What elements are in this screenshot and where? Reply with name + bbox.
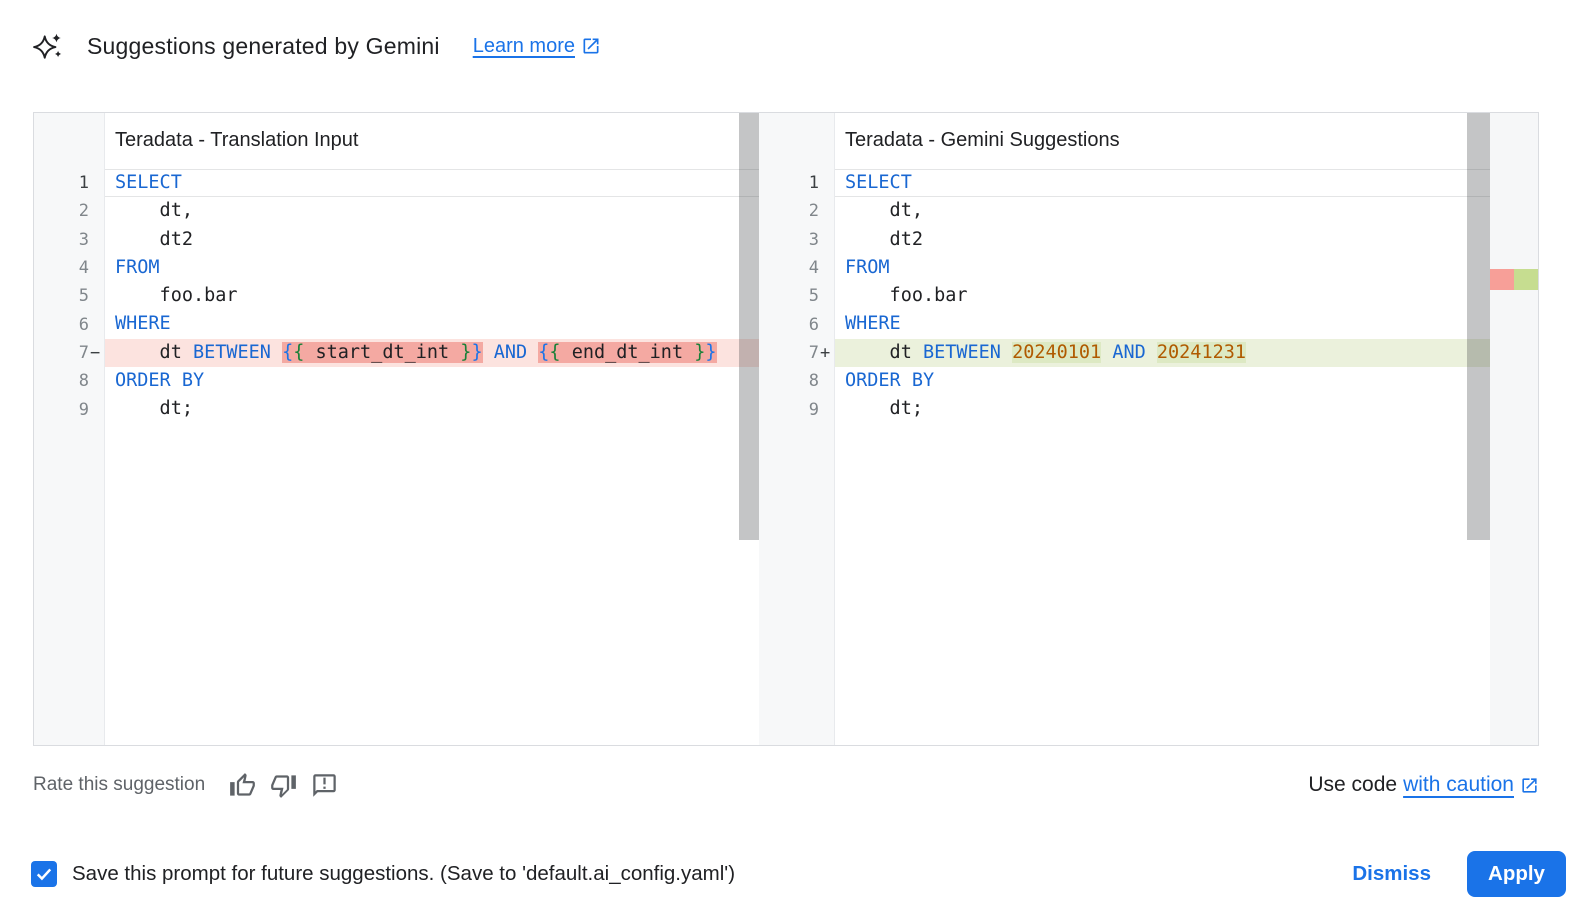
vertical-scrollbar[interactable] — [1467, 113, 1490, 540]
line-number: 4 — [808, 258, 819, 279]
vertical-scrollbar[interactable] — [739, 113, 759, 540]
code-line: dt; — [115, 398, 193, 420]
diff-pane-suggestion: 1 2 3 4 5 6 7+ 8 9 Teradata - Gemini Suggestions… — [759, 113, 1538, 745]
rate-suggestion-group: Rate this suggestion — [33, 772, 338, 799]
code-line: ORDER BY — [115, 370, 205, 392]
code-line: dt, — [845, 200, 923, 222]
code-line: dt2 — [115, 228, 193, 250]
line-number: 2 — [808, 201, 819, 222]
thumb-down-icon[interactable] — [270, 772, 297, 799]
code-line: FROM — [845, 256, 890, 278]
line-number: 9 — [808, 399, 819, 420]
open-in-new-icon — [583, 38, 599, 54]
gemini-sparkle-icon — [33, 33, 62, 59]
code-line: foo.bar — [845, 285, 968, 307]
ruler-marker-deleted — [1490, 269, 1514, 290]
line-number: 1 — [808, 173, 819, 194]
line-number-gutter: 1 2 3 4 5 6 7+ 8 9 — [759, 113, 834, 745]
code-line: WHERE — [845, 313, 901, 335]
pane-title-original: Teradata - Translation Input — [115, 129, 359, 151]
thumb-up-icon[interactable] — [229, 772, 256, 799]
code-line: foo.bar — [115, 285, 238, 307]
code-line: ORDER BY — [845, 370, 935, 392]
line-number: 9 — [78, 399, 89, 420]
apply-button[interactable]: Apply — [1467, 851, 1566, 897]
dismiss-button[interactable]: Dismiss — [1352, 862, 1431, 885]
learn-more-link[interactable]: Learn more — [473, 35, 601, 58]
code-line: dt BETWEEN 20240101 AND 20241231 — [835, 338, 1490, 368]
line-number: 6 — [808, 314, 819, 335]
line-number: 6 — [78, 314, 89, 335]
code-line: dt; — [845, 398, 923, 420]
use-code-prefix: Use code — [1308, 773, 1398, 796]
feedback-icon[interactable] — [311, 772, 338, 799]
use-code-notice: Use code with caution — [1308, 773, 1539, 797]
line-number: 1 — [78, 173, 89, 194]
line-number: 4 — [78, 258, 89, 279]
code-line: FROM — [115, 256, 160, 278]
save-prompt-label: Save this prompt for future suggestions.… — [72, 862, 736, 885]
line-number: 7+ — [808, 342, 831, 363]
diff-overview-ruler[interactable] — [1490, 113, 1538, 745]
rate-label: Rate this suggestion — [33, 774, 206, 795]
dialog-header: Suggestions generated by Gemini Learn mo… — [33, 30, 601, 62]
line-number: 2 — [78, 201, 89, 222]
learn-more-label[interactable]: Learn more — [472, 34, 575, 57]
save-prompt-group: Save this prompt for future suggestions.… — [31, 861, 735, 887]
line-number: 5 — [78, 286, 89, 307]
pane-title-suggestion: Teradata - Gemini Suggestions — [845, 129, 1120, 151]
line-number: 3 — [78, 229, 89, 250]
line-number: 8 — [808, 371, 819, 392]
ruler-marker-added — [1514, 269, 1538, 290]
code-line: SELECT — [835, 169, 1490, 198]
line-number: 5 — [808, 286, 819, 307]
code-line: dt2 — [845, 228, 923, 250]
code-line: SELECT — [105, 169, 759, 198]
code-line: dt BETWEEN {{ start_dt_int }} AND {{ end… — [105, 338, 759, 368]
with-caution-link[interactable]: with caution — [1403, 773, 1514, 796]
line-number-gutter: 1 2 3 4 5 6 7− 8 9 — [34, 113, 104, 745]
line-number: 3 — [808, 229, 819, 250]
check-icon — [36, 868, 52, 881]
save-prompt-checkbox[interactable] — [31, 861, 57, 887]
code-line: dt, — [115, 200, 193, 222]
line-number: 8 — [78, 371, 89, 392]
open-in-new-icon — [1522, 777, 1537, 793]
dialog-title: Suggestions generated by Gemini — [87, 32, 440, 59]
line-number: 7− — [78, 342, 101, 363]
code-line: WHERE — [115, 313, 171, 335]
